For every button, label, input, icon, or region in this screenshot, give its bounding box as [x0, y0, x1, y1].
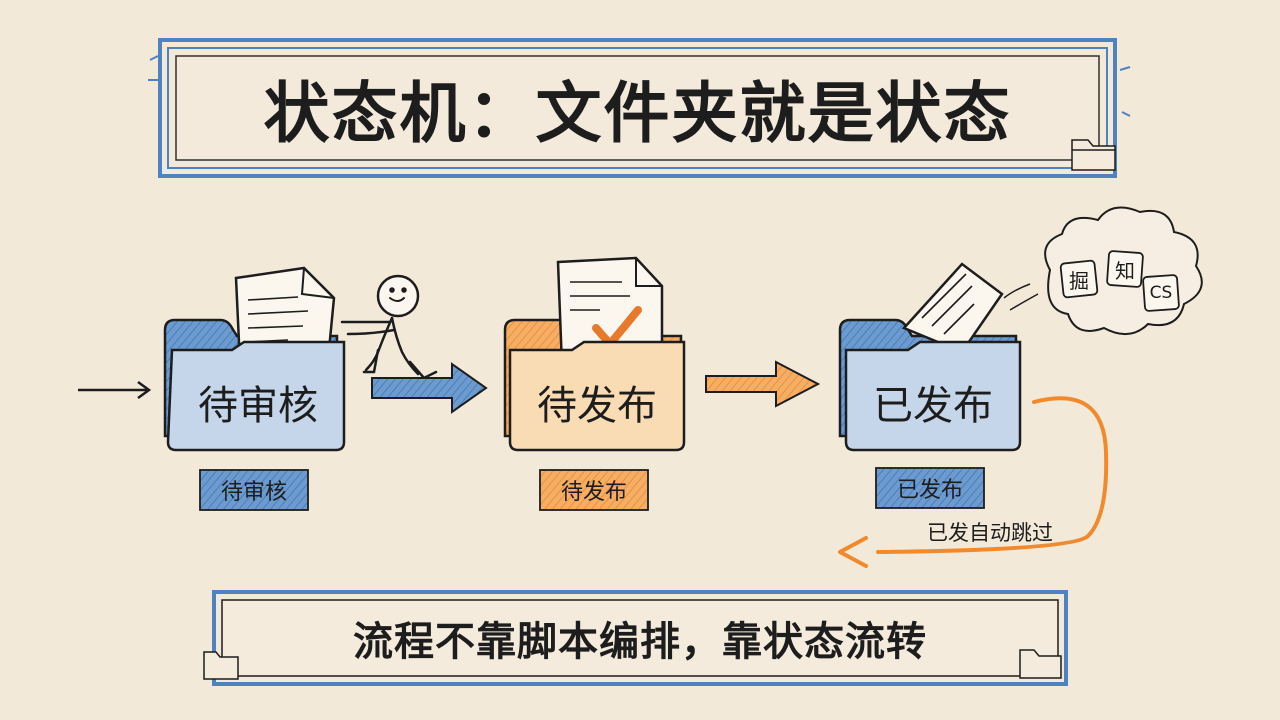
- skip-label: 已发自动跳过: [927, 521, 1053, 545]
- folder-pending-review: [163, 266, 346, 452]
- transition-arrow-1: [371, 362, 488, 414]
- platform-badge-juejin: 掘: [1069, 268, 1089, 293]
- entry-arrow-icon: [78, 380, 152, 400]
- cloud-icon: [1044, 206, 1203, 335]
- folder-pending-publish: [503, 256, 686, 452]
- folder-label-pending-review: 待审核: [198, 383, 318, 429]
- platform-badge-zhihu: 知: [1115, 258, 1135, 283]
- transition-arrow-2: [705, 360, 821, 408]
- platform-badge-csdn: CS: [1149, 283, 1173, 303]
- status-tag-pending-review: 待审核: [220, 480, 287, 505]
- stick-figure-icon: [340, 274, 438, 380]
- title-frame: [148, 38, 1131, 178]
- folder-label-pending-publish: 待发布: [537, 383, 657, 429]
- status-tag-pending-publish: 待发布: [560, 480, 627, 505]
- status-tag-published: 已发布: [896, 478, 963, 503]
- caption-frame: [212, 590, 1068, 686]
- page-title: 状态机：文件夹就是状态: [263, 75, 1012, 152]
- folder-published: [838, 262, 1039, 452]
- mini-folder-icon: [1071, 139, 1116, 171]
- caption: 流程不靠脚本编排，靠状态流转: [353, 619, 927, 665]
- mini-folder-icon: [203, 649, 1062, 680]
- tag-backgrounds: [199, 467, 985, 511]
- skip-loop-arrow: [838, 396, 1109, 568]
- folder-label-published: 已发布: [873, 383, 993, 429]
